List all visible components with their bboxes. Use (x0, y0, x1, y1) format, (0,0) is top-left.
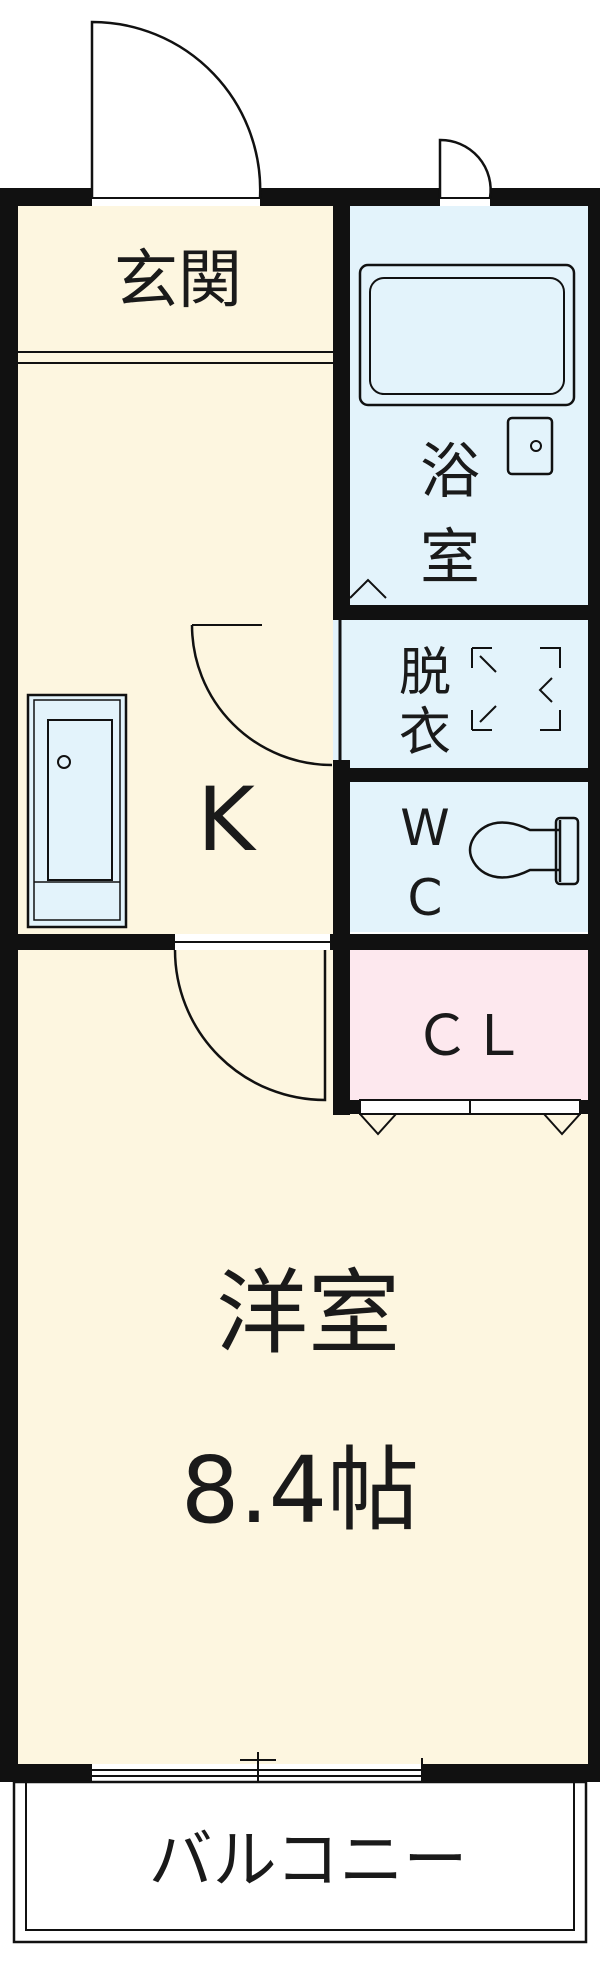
label-dressing-2: 衣 (399, 703, 451, 763)
entrance-door-swing (90, 20, 262, 199)
bath-vent-swing (438, 138, 492, 199)
toilet (468, 816, 580, 886)
label-kitchen: K (197, 768, 257, 871)
wc-area (350, 782, 588, 932)
kitchen-door-swing (190, 624, 333, 767)
label-closet: ＣＬ (414, 1004, 526, 1069)
label-balcony: バルコニー (149, 1824, 468, 1898)
closet-area (350, 950, 588, 1100)
dressing-area (350, 620, 588, 768)
label-entrance: 玄関 (114, 244, 242, 318)
label-dressing-1: 脱 (399, 643, 451, 703)
bathtub (358, 263, 576, 407)
bath-faucet (506, 416, 554, 476)
label-bath-1: 浴 (420, 437, 480, 507)
balcony-area (12, 1780, 588, 1944)
kitchen-sink (26, 693, 128, 929)
label-wc-2: C (408, 869, 443, 927)
label-wc-1: W (400, 799, 449, 857)
closet-doors (359, 1099, 581, 1136)
label-western-room-size: 8.4帖 (181, 1437, 419, 1544)
label-western-room: 洋室 (216, 1260, 400, 1367)
entrance-area (18, 205, 333, 359)
washer-space (471, 647, 561, 731)
room-door-swing (173, 949, 327, 1102)
label-bath-2: 室 (420, 523, 480, 593)
